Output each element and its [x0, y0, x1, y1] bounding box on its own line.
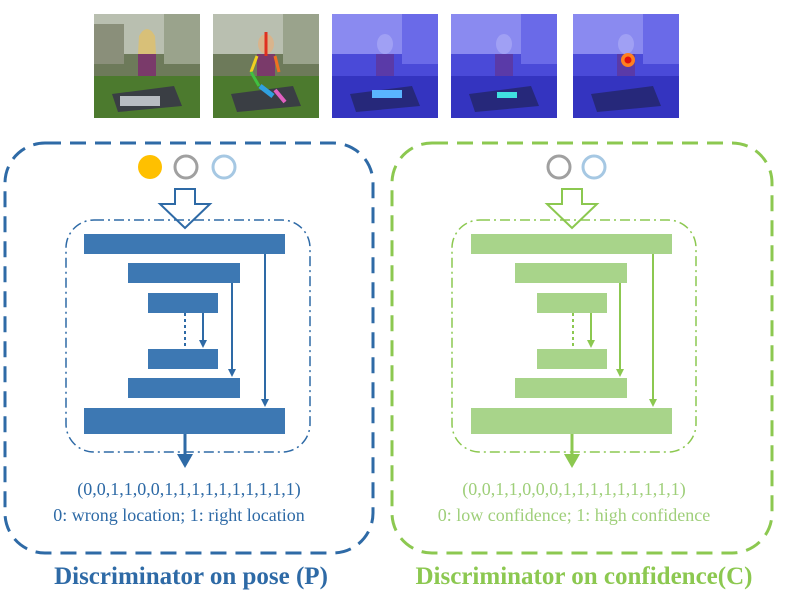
- photo-with-pose-skeleton: [213, 14, 319, 118]
- confidence-input-arrow: [544, 188, 600, 230]
- confidence-output-arrow-head: [564, 454, 580, 468]
- pose-encoder-layer-3: [148, 293, 218, 313]
- pose-decoder-layer-2: [128, 378, 240, 398]
- pose-outer-dashed-box: [3, 141, 375, 555]
- pose-decoder-layer-1: [148, 349, 218, 369]
- pose-encoder-layer-1: [84, 234, 285, 254]
- confidence-output-legend: 0: low confidence; 1: high confidence: [438, 505, 710, 525]
- light-blue-circle-icon: [211, 154, 237, 180]
- confidence-decoder-layer-1: [537, 349, 607, 369]
- light-blue-circle-icon: [581, 154, 607, 180]
- pose-discriminator-panel: (0,0,1,1,0,0,1,1,1,1,1,1,1,1,1,1) 0: wro…: [3, 141, 375, 590]
- pose-decoder-layer-3: [84, 408, 285, 434]
- pose-output-legend: 0: wrong location; 1: right location: [53, 505, 304, 525]
- confidence-encoder-layer-3: [537, 293, 607, 313]
- orange-joint-dot: [138, 155, 162, 179]
- pose-output-vector: (0,0,1,1,0,0,1,1,1,1,1,1,1,1,1,1): [77, 479, 301, 500]
- pose-encoder-layer-2: [128, 263, 240, 283]
- confidence-output-vector: (0,0,1,1,0,0,0,1,1,1,1,1,1,1,1,1): [462, 479, 686, 500]
- confidence-outer-dashed-box: [390, 141, 774, 555]
- confidence-decoder-layer-3: [471, 408, 672, 434]
- confidence-discriminator-panel: (0,0,1,1,0,0,0,1,1,1,1,1,1,1,1,1) 0: low…: [390, 141, 774, 590]
- pose-network-dashdot-box: [65, 219, 311, 453]
- confidence-network-dashdot-box: [451, 219, 697, 453]
- gray-circle-icon: [173, 154, 199, 180]
- pose-input-arrow: [157, 188, 213, 230]
- confidence-decoder-layer-2: [515, 378, 627, 398]
- pose-panel-title: Discriminator on pose (P): [54, 563, 328, 590]
- pose-output-arrow-head: [177, 454, 193, 468]
- confidence-panel-title: Discriminator on confidence(C): [416, 563, 753, 590]
- blue-heatmap-photo-3: [573, 14, 679, 118]
- confidence-encoder-layer-1: [471, 234, 672, 254]
- input-photo: [94, 14, 200, 118]
- blue-heatmap-photo-2: [451, 14, 557, 118]
- confidence-encoder-layer-2: [515, 263, 627, 283]
- gray-circle-icon: [546, 154, 572, 180]
- blue-heatmap-photo: [332, 14, 438, 118]
